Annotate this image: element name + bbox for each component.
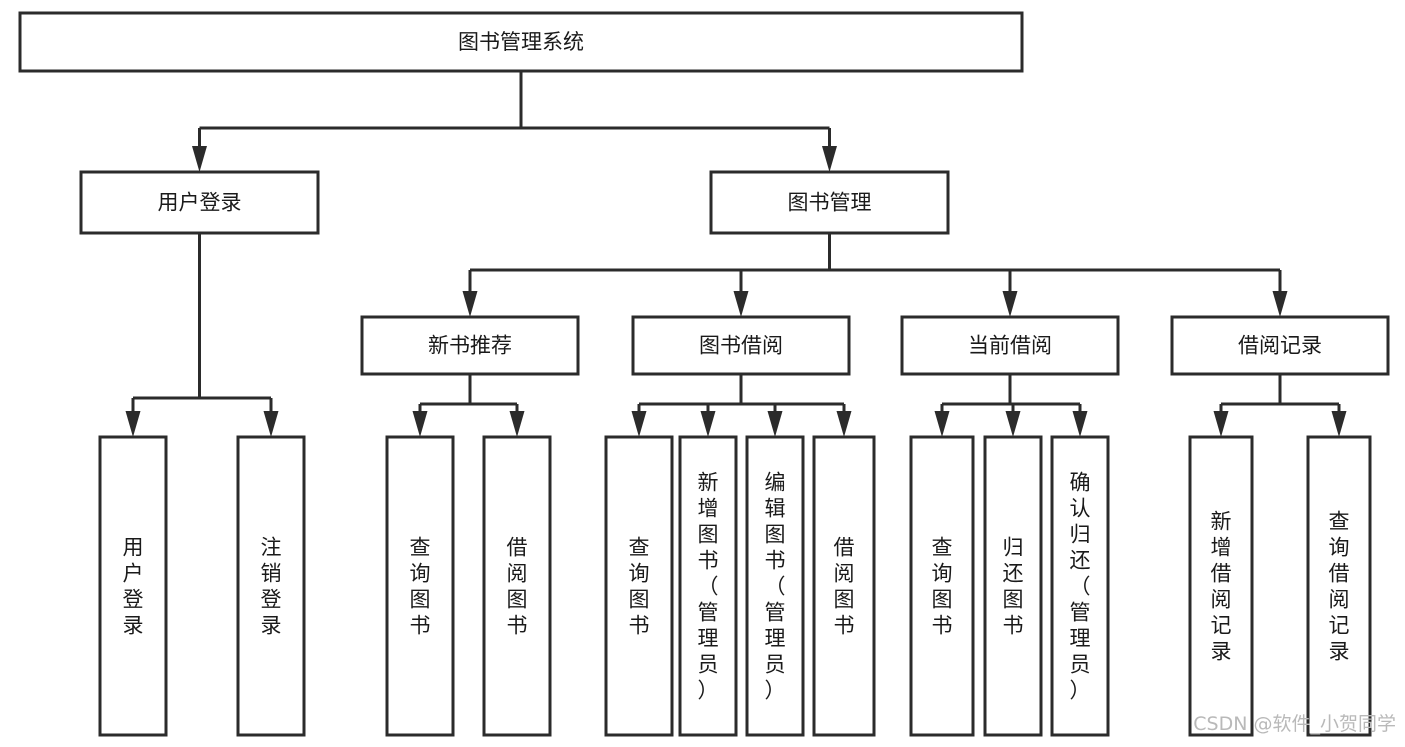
node-box-leaf-return-book[interactable] [983, 435, 1043, 737]
node-leaf-add-book[interactable]: 新增图书（管理员） [678, 435, 738, 737]
node-leaf-query-record[interactable]: 查询借阅记录 [1306, 435, 1372, 737]
node-label-book-borrow: 图书借阅 [699, 334, 783, 358]
arrow-head-icon [1005, 411, 1021, 437]
node-box-leaf-confirm-return[interactable] [1050, 435, 1110, 737]
node-label-user-login: 用户登录 [158, 191, 242, 215]
connector-group-borrow-record [1213, 374, 1347, 437]
node-leaf-user-login[interactable]: 用户登录 [98, 435, 168, 737]
node-leaf-return-book[interactable]: 归还图书 [983, 435, 1043, 737]
node-leaf-borrow-book-1[interactable]: 借阅图书 [482, 435, 552, 737]
node-root[interactable]: 图书管理系统 [18, 11, 1024, 73]
connector-group-current-borrow [934, 374, 1088, 437]
watermark-label: CSDN @软件_小贺同学 [1193, 713, 1396, 735]
node-box-root[interactable] [18, 11, 1024, 73]
node-book-manage[interactable]: 图书管理 [709, 170, 950, 235]
arrow-head-icon [509, 411, 525, 437]
arrow-head-icon [1072, 411, 1088, 437]
arrow-head-icon [822, 146, 837, 172]
watermark-layer: CSDN @软件_小贺同学 [1193, 713, 1396, 735]
node-book-borrow[interactable]: 图书借阅 [631, 315, 851, 376]
node-label-book-manage: 图书管理 [788, 191, 872, 215]
node-label-current-borrow: 当前借阅 [968, 334, 1052, 358]
node-box-leaf-borrow-book-1[interactable] [482, 435, 552, 737]
arrow-head-icon [1331, 411, 1347, 437]
node-label-leaf-add-book: 新增图书（管理员） [698, 470, 719, 702]
arrow-head-icon [1002, 291, 1018, 317]
node-label-leaf-return-book: 归还图书 [1003, 535, 1024, 637]
node-box-leaf-query-book-2[interactable] [604, 435, 674, 737]
arrow-head-icon [263, 411, 279, 437]
arrow-head-icon [192, 146, 207, 172]
arrow-head-icon [1213, 411, 1229, 437]
node-label-new-book-rec: 新书推荐 [428, 334, 512, 358]
connector-group-root [192, 71, 837, 172]
connector-group-new-book-rec [412, 374, 525, 437]
arrow-head-icon [836, 411, 852, 437]
node-box-user-login[interactable] [79, 170, 320, 235]
node-leaf-edit-book[interactable]: 编辑图书（管理员） [745, 435, 805, 737]
node-user-login[interactable]: 用户登录 [79, 170, 320, 235]
connector-group-book-manage [462, 233, 1288, 317]
node-label-leaf-borrow-book-2: 借阅图书 [834, 535, 855, 637]
arrow-head-icon [412, 411, 428, 437]
node-label-leaf-query-book-3: 查询图书 [932, 535, 953, 637]
node-box-leaf-borrow-book-2[interactable] [812, 435, 876, 737]
node-leaf-borrow-book-2[interactable]: 借阅图书 [812, 435, 876, 737]
connector-layer [125, 71, 1347, 437]
node-borrow-record[interactable]: 借阅记录 [1170, 315, 1390, 376]
node-box-new-book-rec[interactable] [360, 315, 580, 376]
node-leaf-add-record[interactable]: 新增借阅记录 [1188, 435, 1254, 737]
arrow-head-icon [733, 291, 749, 317]
node-leaf-query-book-3[interactable]: 查询图书 [909, 435, 975, 737]
arrow-head-icon [1272, 291, 1288, 317]
node-leaf-logout[interactable]: 注销登录 [236, 435, 306, 737]
arrow-head-icon [462, 291, 478, 317]
node-label-root: 图书管理系统 [458, 30, 584, 54]
node-box-leaf-logout[interactable] [236, 435, 306, 737]
node-label-leaf-edit-book: 编辑图书（管理员） [765, 470, 786, 702]
arrow-head-icon [631, 411, 647, 437]
node-label-leaf-add-record: 新增借阅记录 [1211, 509, 1232, 663]
node-box-leaf-query-record[interactable] [1306, 435, 1372, 737]
arrow-head-icon [700, 411, 716, 437]
node-box-leaf-query-book-1[interactable] [385, 435, 455, 737]
node-box-leaf-add-book[interactable] [678, 435, 738, 737]
arrow-head-icon [125, 411, 141, 437]
node-label-leaf-query-record: 查询借阅记录 [1329, 509, 1350, 663]
connector-group-book-borrow [631, 374, 852, 437]
node-label-leaf-user-login: 用户登录 [123, 535, 144, 637]
node-box-leaf-user-login[interactable] [98, 435, 168, 737]
node-box-book-manage[interactable] [709, 170, 950, 235]
arrow-head-icon [767, 411, 783, 437]
node-label-leaf-borrow-book-1: 借阅图书 [507, 535, 528, 637]
node-label-leaf-logout: 注销登录 [261, 535, 282, 637]
node-label-leaf-query-book-2: 查询图书 [629, 535, 650, 637]
node-box-borrow-record[interactable] [1170, 315, 1390, 376]
node-current-borrow[interactable]: 当前借阅 [900, 315, 1120, 376]
node-leaf-query-book-1[interactable]: 查询图书 [385, 435, 455, 737]
node-box-current-borrow[interactable] [900, 315, 1120, 376]
node-leaf-query-book-2[interactable]: 查询图书 [604, 435, 674, 737]
node-layer: 图书管理系统用户登录图书管理新书推荐图书借阅当前借阅借阅记录用户登录注销登录查询… [18, 11, 1390, 737]
node-box-leaf-edit-book[interactable] [745, 435, 805, 737]
node-new-book-rec[interactable]: 新书推荐 [360, 315, 580, 376]
node-box-leaf-query-book-3[interactable] [909, 435, 975, 737]
node-label-borrow-record: 借阅记录 [1238, 334, 1322, 358]
node-label-leaf-confirm-return: 确认归还（管理员） [1070, 470, 1091, 702]
node-box-book-borrow[interactable] [631, 315, 851, 376]
node-leaf-confirm-return[interactable]: 确认归还（管理员） [1050, 435, 1110, 737]
connector-group-user-login [125, 233, 279, 437]
node-box-leaf-add-record[interactable] [1188, 435, 1254, 737]
arrow-head-icon [934, 411, 950, 437]
node-label-leaf-query-book-1: 查询图书 [410, 535, 431, 637]
